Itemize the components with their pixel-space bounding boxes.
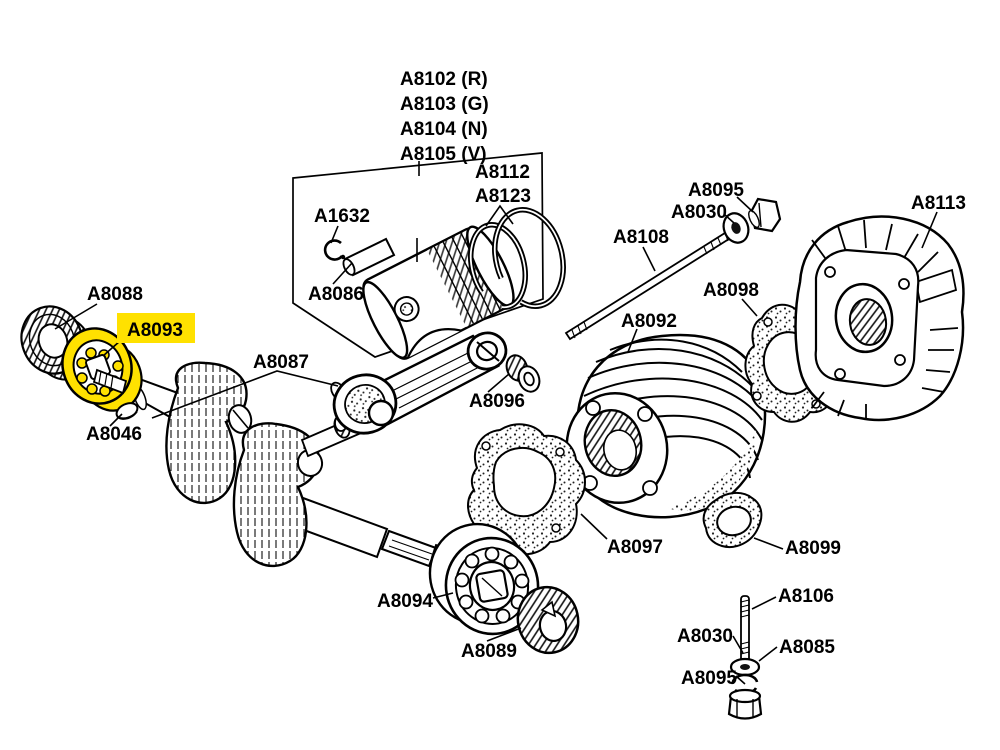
label-a8106[interactable]: A8106 (778, 586, 834, 607)
leader-a8088 (54, 303, 98, 330)
part-a8106-stud (740, 595, 750, 663)
part-a8095-nut-bottom (727, 688, 763, 720)
leader-a8108 (642, 246, 656, 272)
label-a8088[interactable]: A8088 (87, 284, 143, 305)
label-a8094[interactable]: A8094 (377, 591, 433, 612)
label-a1632[interactable]: A1632 (314, 206, 370, 227)
label-a8123[interactable]: A8123 (475, 186, 531, 207)
label-a8104[interactable]: A8104 (N) (400, 119, 488, 140)
part-a8087-connecting-rod (330, 331, 508, 435)
label-a8098[interactable]: A8098 (703, 280, 759, 301)
leader-a8098 (741, 298, 758, 317)
leader-a8093 (102, 340, 121, 357)
part-a8092-cylinder (565, 333, 767, 519)
label-a8087[interactable]: A8087 (253, 352, 309, 373)
part-a1632-circlip (323, 239, 346, 261)
label-a8030-bottom[interactable]: A8030 (677, 626, 733, 647)
leader-a8099 (753, 537, 784, 550)
leader-a8096 (487, 373, 510, 393)
part-a8112-a8123-rings (468, 207, 566, 310)
leader-lines (54, 161, 938, 685)
part-crank-web-right (232, 422, 324, 568)
part-a8030-washer-top (722, 212, 750, 244)
label-a8086[interactable]: A8086 (308, 284, 364, 305)
label-a8103[interactable]: A8103 (G) (400, 94, 489, 115)
leader-a8087 (151, 370, 339, 419)
part-a8096-needle-bearing (505, 354, 541, 393)
leader-a8113 (921, 211, 938, 249)
label-a8092[interactable]: A8092 (621, 311, 677, 332)
leader-a8095-bottom (735, 675, 746, 685)
a8093-highlight-box[interactable] (117, 313, 195, 343)
part-crankshaft-tip (92, 368, 128, 395)
leader-a8046 (109, 413, 123, 427)
leader-a8030-bottom (732, 635, 744, 654)
part-a8099-gasket (702, 492, 763, 548)
leader-a8095-top (736, 196, 754, 213)
label-a8095-top[interactable]: A8095 (688, 180, 744, 201)
leader-a8030-top (723, 213, 735, 224)
leader-a8094 (432, 592, 454, 599)
label-a8089[interactable]: A8089 (461, 641, 517, 662)
part-a8089-seal (516, 585, 580, 655)
leader-a8097 (580, 513, 608, 540)
leader-a1632 (330, 225, 339, 244)
label-a8102[interactable]: A8102 (R) (400, 69, 488, 90)
leader-a8092 (627, 328, 638, 353)
part-labels: A8102 (R) A8103 (G) A8104 (N) A8105 (V) … (86, 69, 966, 689)
label-a8099[interactable]: A8099 (785, 538, 841, 559)
leader-a8085 (758, 646, 778, 662)
label-a8097[interactable]: A8097 (607, 537, 663, 558)
label-a8095-bottom[interactable]: A8095 (681, 668, 737, 689)
label-a8085[interactable]: A8085 (779, 637, 835, 658)
part-crank-web-left (165, 361, 253, 504)
part-a8113-cylinder-head (794, 215, 965, 422)
label-a8093-highlighted[interactable]: A8093 (127, 320, 183, 341)
leader-a8106 (751, 596, 777, 610)
part-a8094-bearing (428, 522, 540, 636)
leader-a8086 (332, 262, 353, 285)
leader-a8089 (486, 627, 522, 642)
label-a8096[interactable]: A8096 (469, 391, 525, 412)
label-a8108[interactable]: A8108 (613, 227, 669, 248)
part-a8097-gasket (467, 423, 586, 556)
part-a8095-nut-top (748, 197, 782, 233)
leader-a8112-a8123 (485, 204, 514, 227)
label-a8113[interactable]: A8113 (911, 193, 966, 214)
label-a8030-top[interactable]: A8030 (671, 202, 727, 223)
label-a8105[interactable]: A8105 (V) (400, 144, 487, 165)
label-a8046[interactable]: A8046 (86, 424, 142, 445)
label-a8112[interactable]: A8112 (475, 162, 530, 183)
